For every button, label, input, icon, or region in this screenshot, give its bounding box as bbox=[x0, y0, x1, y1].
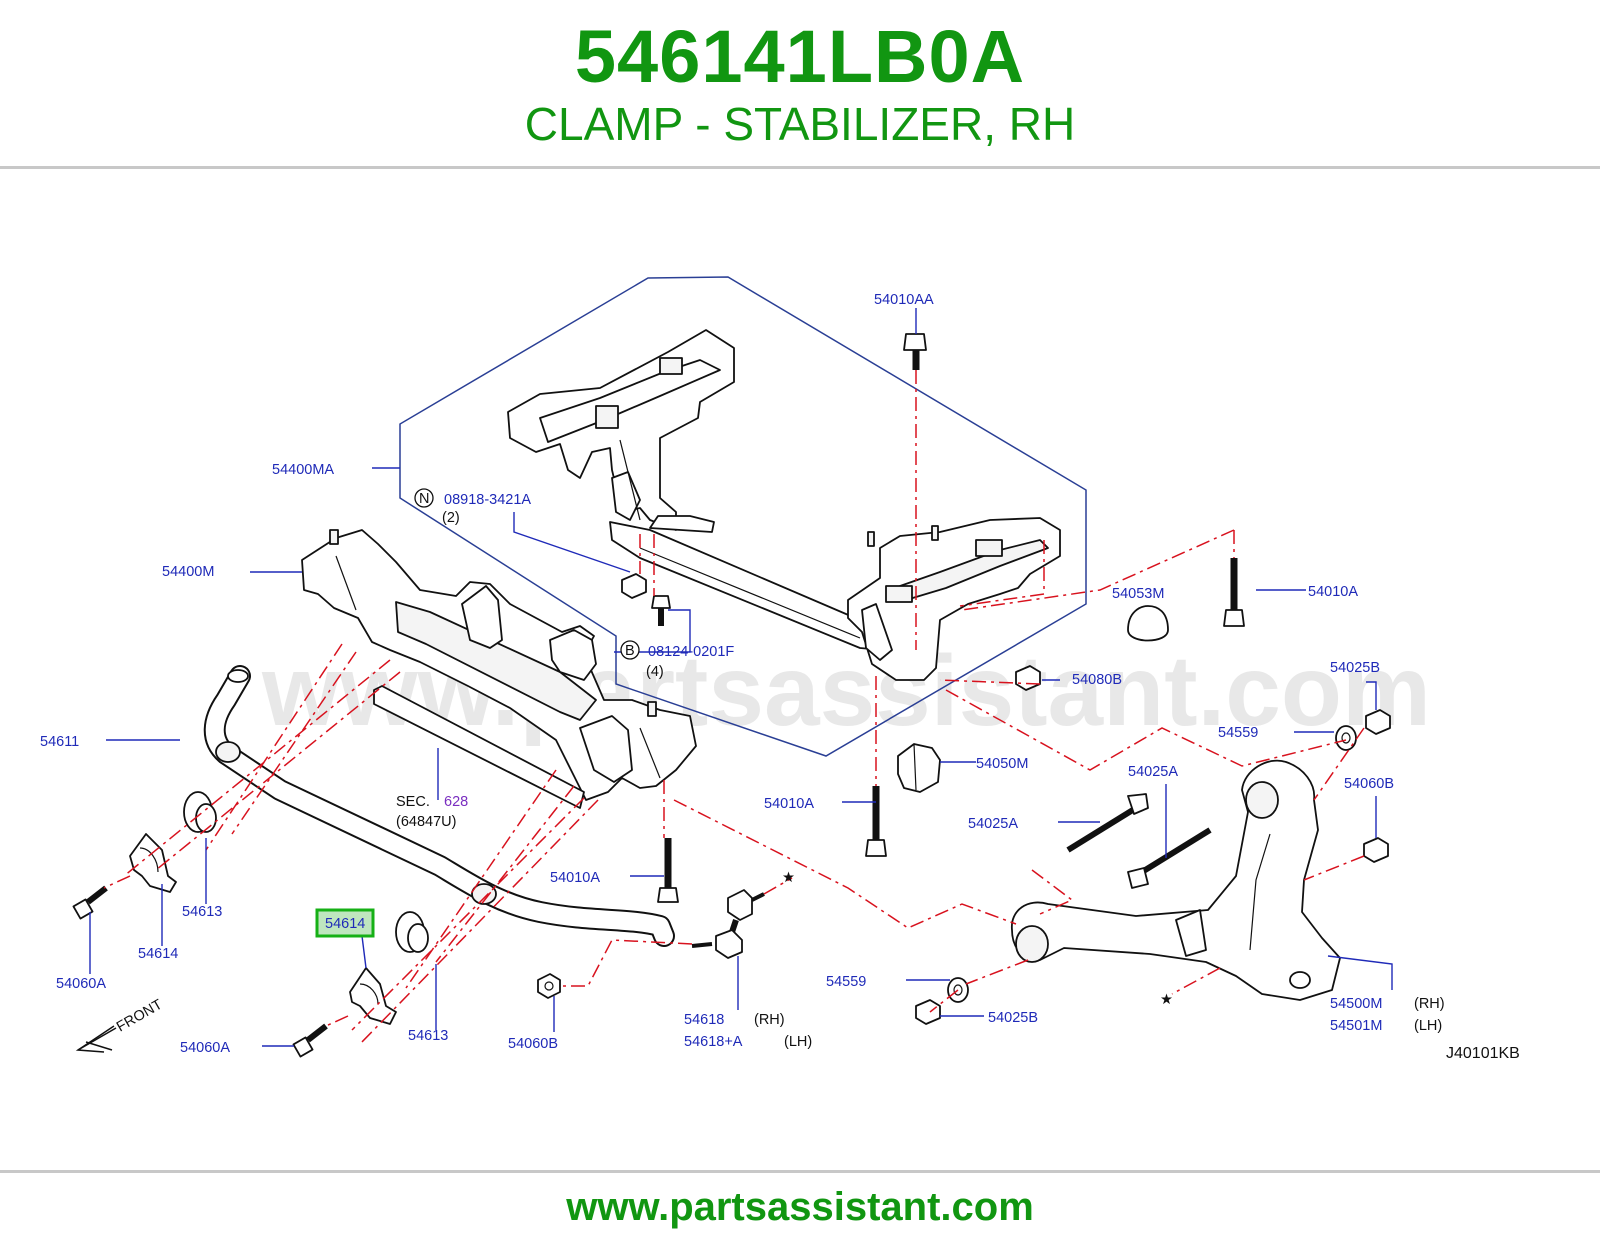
label-sec-code: (64847U) bbox=[396, 814, 456, 830]
highlight-54614-box[interactable] bbox=[315, 908, 375, 938]
label-54559-bottom[interactable]: 54559 bbox=[826, 974, 866, 990]
star-mark-1: ★ bbox=[782, 870, 795, 886]
stabilizer-bar-54611 bbox=[203, 665, 675, 947]
assembly-outline-54400MA bbox=[399, 276, 1087, 757]
label-54614-left[interactable]: 54614 bbox=[138, 946, 178, 962]
label-rh-2: (RH) bbox=[754, 1012, 785, 1028]
footer-divider bbox=[0, 1170, 1600, 1173]
part-description: CLAMP - STABILIZER, RH bbox=[524, 98, 1076, 150]
label-54614-highlighted[interactable]: 54614 bbox=[325, 916, 365, 932]
nut-54025B-right bbox=[1365, 709, 1391, 735]
label-54060B-bottom[interactable]: 54060B bbox=[508, 1036, 558, 1052]
label-sec-628[interactable]: 628 bbox=[444, 794, 468, 810]
bolt-54025A-lower bbox=[1127, 827, 1212, 889]
label-54060B-right[interactable]: 54060B bbox=[1344, 776, 1394, 792]
mount-54050M bbox=[897, 743, 941, 793]
label-54613-left[interactable]: 54613 bbox=[182, 904, 222, 920]
alignment-lines bbox=[103, 370, 1365, 1045]
crossmember-upper bbox=[507, 329, 1061, 681]
footer-url[interactable]: www.partsassistant.com bbox=[566, 1185, 1034, 1229]
bolt-54060A-left bbox=[72, 885, 108, 920]
label-lh-1: (LH) bbox=[1414, 1018, 1442, 1034]
leader-lines bbox=[89, 308, 1393, 1047]
label-54611[interactable]: 54611 bbox=[40, 734, 79, 750]
label-54060A-left[interactable]: 54060A bbox=[56, 976, 106, 992]
bolt-54025A-upper bbox=[1066, 793, 1149, 853]
label-08918-qty: (2) bbox=[442, 510, 460, 526]
label-54618-A[interactable]: 54618+A bbox=[684, 1034, 743, 1050]
page-header: 546141LB0A CLAMP - STABILIZER, RH bbox=[0, 0, 1600, 168]
label-54618[interactable]: 54618 bbox=[684, 1012, 724, 1028]
label-54501M[interactable]: 54501M bbox=[1330, 1018, 1382, 1034]
bolt-08124-0201F bbox=[651, 595, 671, 626]
washer-54559-right bbox=[1335, 725, 1357, 751]
label-54050M[interactable]: 54050M bbox=[976, 756, 1028, 772]
bolt-54010A-right bbox=[1223, 558, 1245, 627]
label-08124-0201F[interactable]: 08124-0201F bbox=[648, 644, 734, 660]
nut-54060B-right bbox=[1363, 837, 1389, 863]
nut-08918-3421A bbox=[621, 573, 647, 599]
label-sec: SEC. bbox=[396, 794, 430, 810]
diagram-code: J40101KB bbox=[1446, 1045, 1520, 1062]
front-arrow-icon bbox=[75, 1025, 117, 1053]
nut-54080B bbox=[1015, 665, 1041, 691]
crossmember-54400M bbox=[301, 529, 697, 801]
header-divider bbox=[0, 166, 1600, 169]
label-54025A-2[interactable]: 54025A bbox=[968, 816, 1018, 832]
front-label: FRONT bbox=[114, 997, 165, 1036]
label-54025A-1[interactable]: 54025A bbox=[1128, 764, 1178, 780]
label-54060A-bottom[interactable]: 54060A bbox=[180, 1040, 230, 1056]
label-54400M[interactable]: 54400M bbox=[162, 564, 214, 580]
bushing-54613-center bbox=[395, 911, 429, 953]
label-54559-right[interactable]: 54559 bbox=[1218, 725, 1258, 741]
star-mark-2: ★ bbox=[1160, 992, 1173, 1008]
label-54500M[interactable]: 54500M bbox=[1330, 996, 1382, 1012]
cap-54053M bbox=[1127, 605, 1169, 642]
nut-54025B-bottom bbox=[915, 999, 941, 1025]
label-54053M[interactable]: 54053M bbox=[1112, 586, 1164, 602]
label-54025B-bottom[interactable]: 54025B bbox=[988, 1010, 1038, 1026]
label-54010A-middle[interactable]: 54010A bbox=[764, 796, 814, 812]
marker-B: B bbox=[625, 643, 635, 659]
clamp-54614-center bbox=[349, 967, 397, 1025]
label-54010A-center[interactable]: 54010A bbox=[550, 870, 600, 886]
label-54010A-right[interactable]: 54010A bbox=[1308, 584, 1358, 600]
marker-B-circle bbox=[620, 640, 640, 660]
bracket-rail-sec628 bbox=[373, 685, 585, 809]
lower-control-arm-54500M bbox=[1011, 759, 1341, 1001]
bolt-54010AA bbox=[903, 333, 927, 370]
label-08918-3421A[interactable]: 08918-3421A bbox=[444, 492, 531, 508]
bolt-54010A-middle bbox=[865, 786, 887, 857]
stabilizer-link-54618 bbox=[691, 889, 765, 959]
label-54080B[interactable]: 54080B bbox=[1072, 672, 1122, 688]
label-54025B-right[interactable]: 54025B bbox=[1330, 660, 1380, 676]
label-rh-1: (RH) bbox=[1414, 996, 1445, 1012]
label-54400MA[interactable]: 54400MA bbox=[272, 462, 334, 478]
bolt-54010A-center bbox=[657, 838, 679, 903]
label-lh-2: (LH) bbox=[784, 1034, 812, 1050]
bolt-54060A-center bbox=[292, 1023, 328, 1058]
part-number-title: 546141LB0A bbox=[574, 15, 1026, 98]
marker-N: N bbox=[419, 491, 429, 507]
label-08124-qty: (4) bbox=[646, 664, 664, 680]
marker-N-circle bbox=[414, 488, 434, 508]
clamp-54614-left bbox=[129, 833, 177, 893]
nut-54060B-center bbox=[537, 973, 561, 999]
label-54613-center[interactable]: 54613 bbox=[408, 1028, 448, 1044]
label-54010AA[interactable]: 54010AA bbox=[874, 292, 934, 308]
